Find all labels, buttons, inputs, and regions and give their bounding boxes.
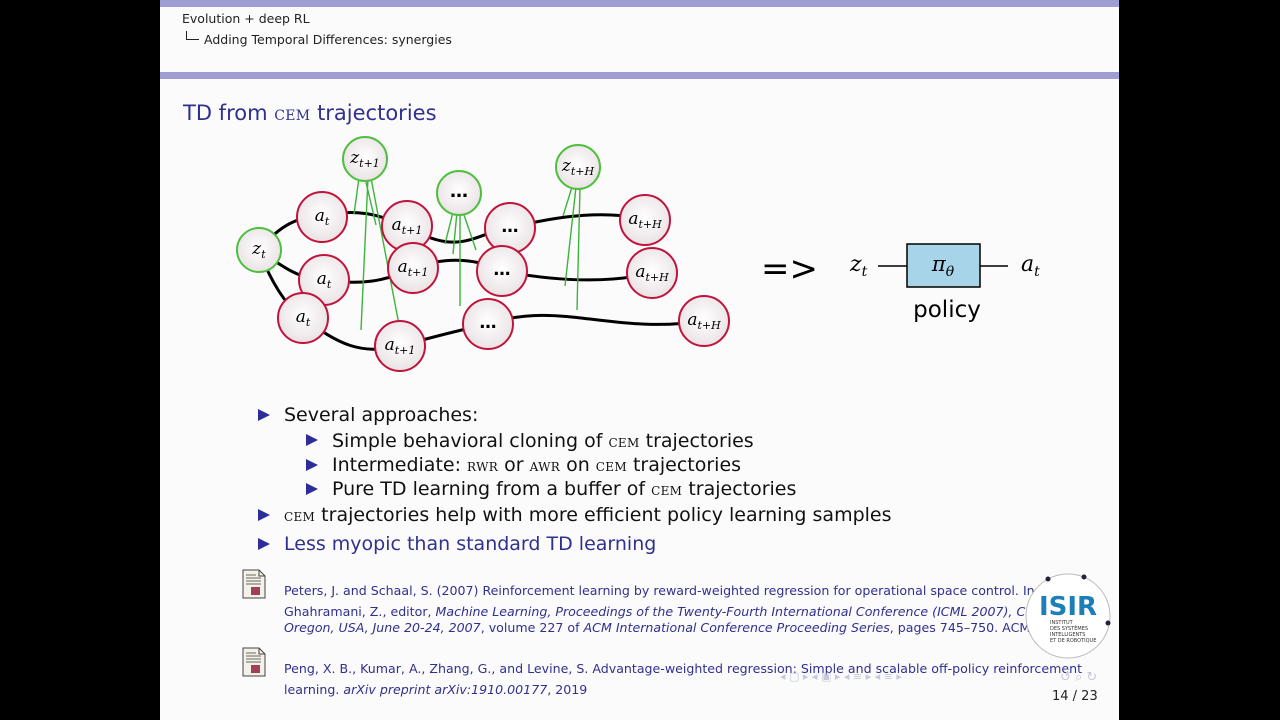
observation-arrows [353, 177, 581, 331]
slide-title: TD from cem trajectories [183, 101, 437, 125]
bullet-marker [258, 509, 270, 521]
ref-2-line1: Peng, X. B., Kumar, A., Zhang, G., and L… [284, 661, 1083, 676]
action-nodes: at at at at+1 at+1 at+1 … … … at+H at+H … [277, 191, 730, 372]
svg-text:ET DE ROBOTIQUE: ET DE ROBOTIQUE [1050, 638, 1096, 644]
obs-node-ztH: zt+H [555, 144, 601, 190]
ref-1-line2: Ghahramani, Z., editor, Machine Learning… [284, 604, 1075, 619]
svg-text:…: … [494, 260, 511, 280]
bullet-1b: Intermediate: rwr or awr on cem trajecto… [332, 454, 742, 476]
title-suffix: trajectories [310, 101, 437, 125]
top-bar [160, 0, 1119, 7]
action-node: … [476, 245, 528, 297]
isir-logo: ISIR INSTITUT DES SYSTÈMES INTELLIGENTS … [1025, 573, 1111, 659]
action-node: at [298, 254, 350, 306]
implies-arrow: => [761, 249, 818, 289]
svg-text:…: … [450, 181, 468, 202]
action-node: … [462, 298, 514, 350]
bullet-marker [306, 483, 318, 495]
svg-text:INTELLIGENTS: INTELLIGENTS [1050, 632, 1085, 638]
title-prefix: TD from [183, 101, 275, 125]
page-number: 14 / 23 [1052, 689, 1098, 704]
article-icon [242, 647, 266, 677]
policy-label: policy [913, 297, 981, 323]
header-divider [160, 72, 1119, 79]
bullet-1a: Simple behavioral cloning of cem traject… [332, 430, 754, 452]
action-node: at+H [626, 247, 678, 299]
tree-branch-icon [186, 31, 199, 40]
trajectory-diagram: zt zt+1 … zt+H at at at at+1 at+1 at+1 …… [236, 136, 1040, 372]
obs-node-ellipsis: … [436, 170, 482, 216]
svg-text:DES SYSTÈMES: DES SYSTÈMES [1050, 624, 1088, 632]
bullet-marker [258, 409, 270, 421]
svg-text:…: … [502, 217, 519, 237]
action-node: at [296, 191, 348, 243]
header-section: Evolution + deep RL [182, 11, 310, 26]
policy-input: zt [849, 252, 868, 280]
header-subsection: Adding Temporal Differences: synergies [204, 32, 452, 47]
svg-text:ISIR: ISIR [1039, 592, 1097, 622]
action-node: at+1 [374, 320, 426, 372]
ref-1-line1: Peters, J. and Schaal, S. (2007) Reinfor… [284, 583, 1035, 598]
action-node: at+1 [387, 242, 439, 294]
nav-search-icon[interactable]: ↺ ⌕ ↻ [1060, 670, 1098, 685]
action-node: at+H [678, 295, 730, 347]
svg-text:INSTITUT: INSTITUT [1050, 620, 1074, 626]
beamer-nav-controls[interactable]: ◂ ▢ ▸ ◂ ▣ ▸ ◂ ≡ ▸ ◂ ≡ ▸ [780, 670, 902, 683]
article-icon [242, 569, 266, 599]
bullet-marker [306, 434, 318, 446]
action-node: at [277, 292, 329, 344]
svg-text:…: … [480, 313, 497, 333]
ref-1-line3: Oregon, USA, June 20-24, 2007, volume 22… [284, 620, 1031, 635]
action-node: … [484, 202, 536, 254]
bullet-1: Several approaches: [284, 404, 479, 426]
obs-node-zt: zt [236, 227, 282, 273]
bullet-2: cem trajectories help with more efficien… [284, 504, 892, 526]
bullet-3: Less myopic than standard TD learning [284, 533, 657, 555]
policy-box [906, 243, 981, 288]
bullet-marker [258, 538, 270, 550]
ref-2-line2: learning. arXiv preprint arXiv:1910.0017… [284, 682, 588, 697]
bullet-marker [306, 459, 318, 471]
obs-node-zt1: zt+1 [342, 136, 388, 182]
policy-output: at [1021, 252, 1040, 280]
title-sc: cem [274, 102, 311, 125]
bullet-1c: Pure TD learning from a buffer of cem tr… [332, 478, 797, 500]
action-node: at+H [619, 194, 671, 246]
slide: Evolution + deep RL Adding Temporal Diff… [160, 0, 1119, 720]
header-subsection-line: Adding Temporal Differences: synergies [186, 31, 452, 47]
